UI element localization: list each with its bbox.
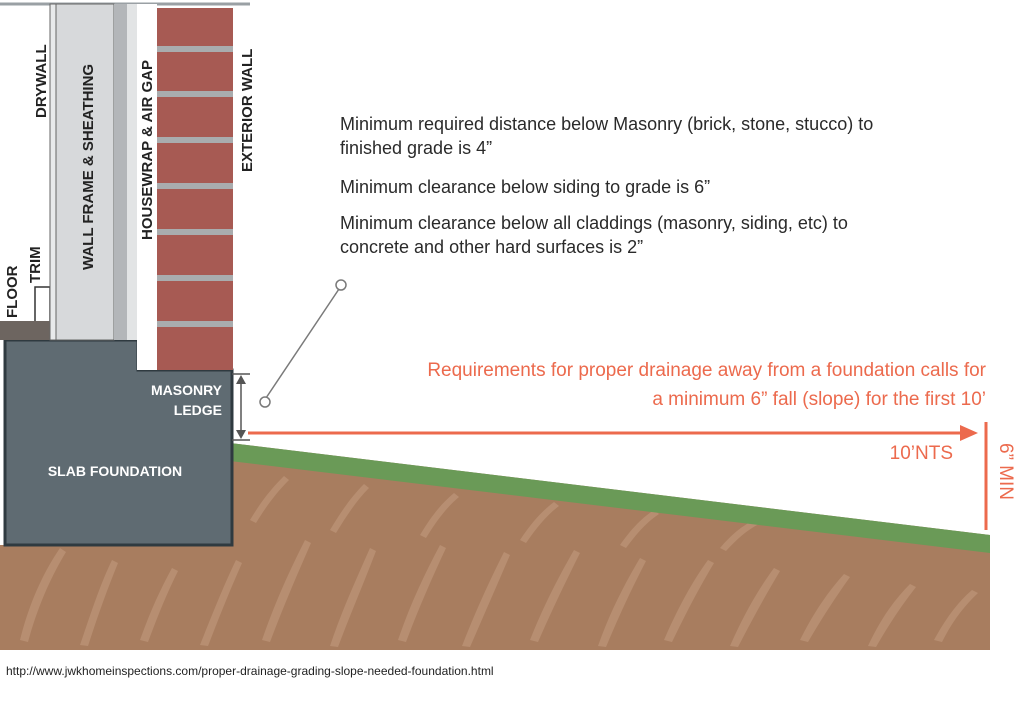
floor-strip bbox=[0, 321, 50, 340]
masonry-ledge-label-2: LEDGE bbox=[174, 402, 222, 418]
ledge-dimension bbox=[232, 373, 250, 441]
masonry-ledge-label-1: MASONRY bbox=[151, 382, 223, 398]
wall-frame-layer bbox=[55, 3, 115, 341]
distance-arrow bbox=[248, 425, 978, 441]
mortar-joints bbox=[157, 46, 233, 327]
slab-foundation-label: SLAB FOUNDATION bbox=[48, 463, 182, 479]
grass-strip bbox=[230, 443, 990, 553]
air-gap-layer bbox=[137, 4, 157, 370]
soil bbox=[0, 443, 990, 650]
trim-label: TRIM bbox=[27, 246, 44, 283]
note-masonry-line2: finished grade is 4” bbox=[340, 138, 492, 158]
trim-shape bbox=[34, 286, 51, 321]
fall-label: 6” MIN bbox=[995, 443, 1016, 500]
note-claddings-line2: concrete and other hard surfaces is 2” bbox=[340, 237, 643, 257]
drywall-layer bbox=[49, 3, 57, 341]
wall-frame-label: WALL FRAME & SHEATHING bbox=[80, 64, 97, 270]
housewrap-label: HOUSEWRAP & AIR GAP bbox=[139, 60, 156, 240]
source-url: http://www.jwkhomeinspections.com/proper… bbox=[6, 664, 494, 678]
soil-texture bbox=[20, 476, 978, 647]
floor-label: FLOOR bbox=[4, 265, 21, 318]
drywall-label: DRYWALL bbox=[33, 44, 50, 118]
slab-foundation-shape bbox=[3, 338, 234, 547]
sheathing-layer bbox=[114, 4, 127, 340]
drainage-text-line2: a minimum 6” fall (slope) for the first … bbox=[652, 389, 986, 410]
note-siding: Minimum clearance below siding to grade … bbox=[340, 177, 710, 197]
callout-pointer bbox=[259, 279, 347, 408]
note-claddings-line1: Minimum clearance below all claddings (m… bbox=[340, 213, 848, 233]
housewrap-layer bbox=[127, 4, 137, 340]
exterior-wall-label: EXTERIOR WALL bbox=[239, 49, 256, 172]
drainage-text-line1: Requirements for proper drainage away fr… bbox=[427, 360, 986, 381]
distance-label: 10’NTS bbox=[890, 443, 953, 464]
note-masonry-line1: Minimum required distance below Masonry … bbox=[340, 114, 873, 134]
